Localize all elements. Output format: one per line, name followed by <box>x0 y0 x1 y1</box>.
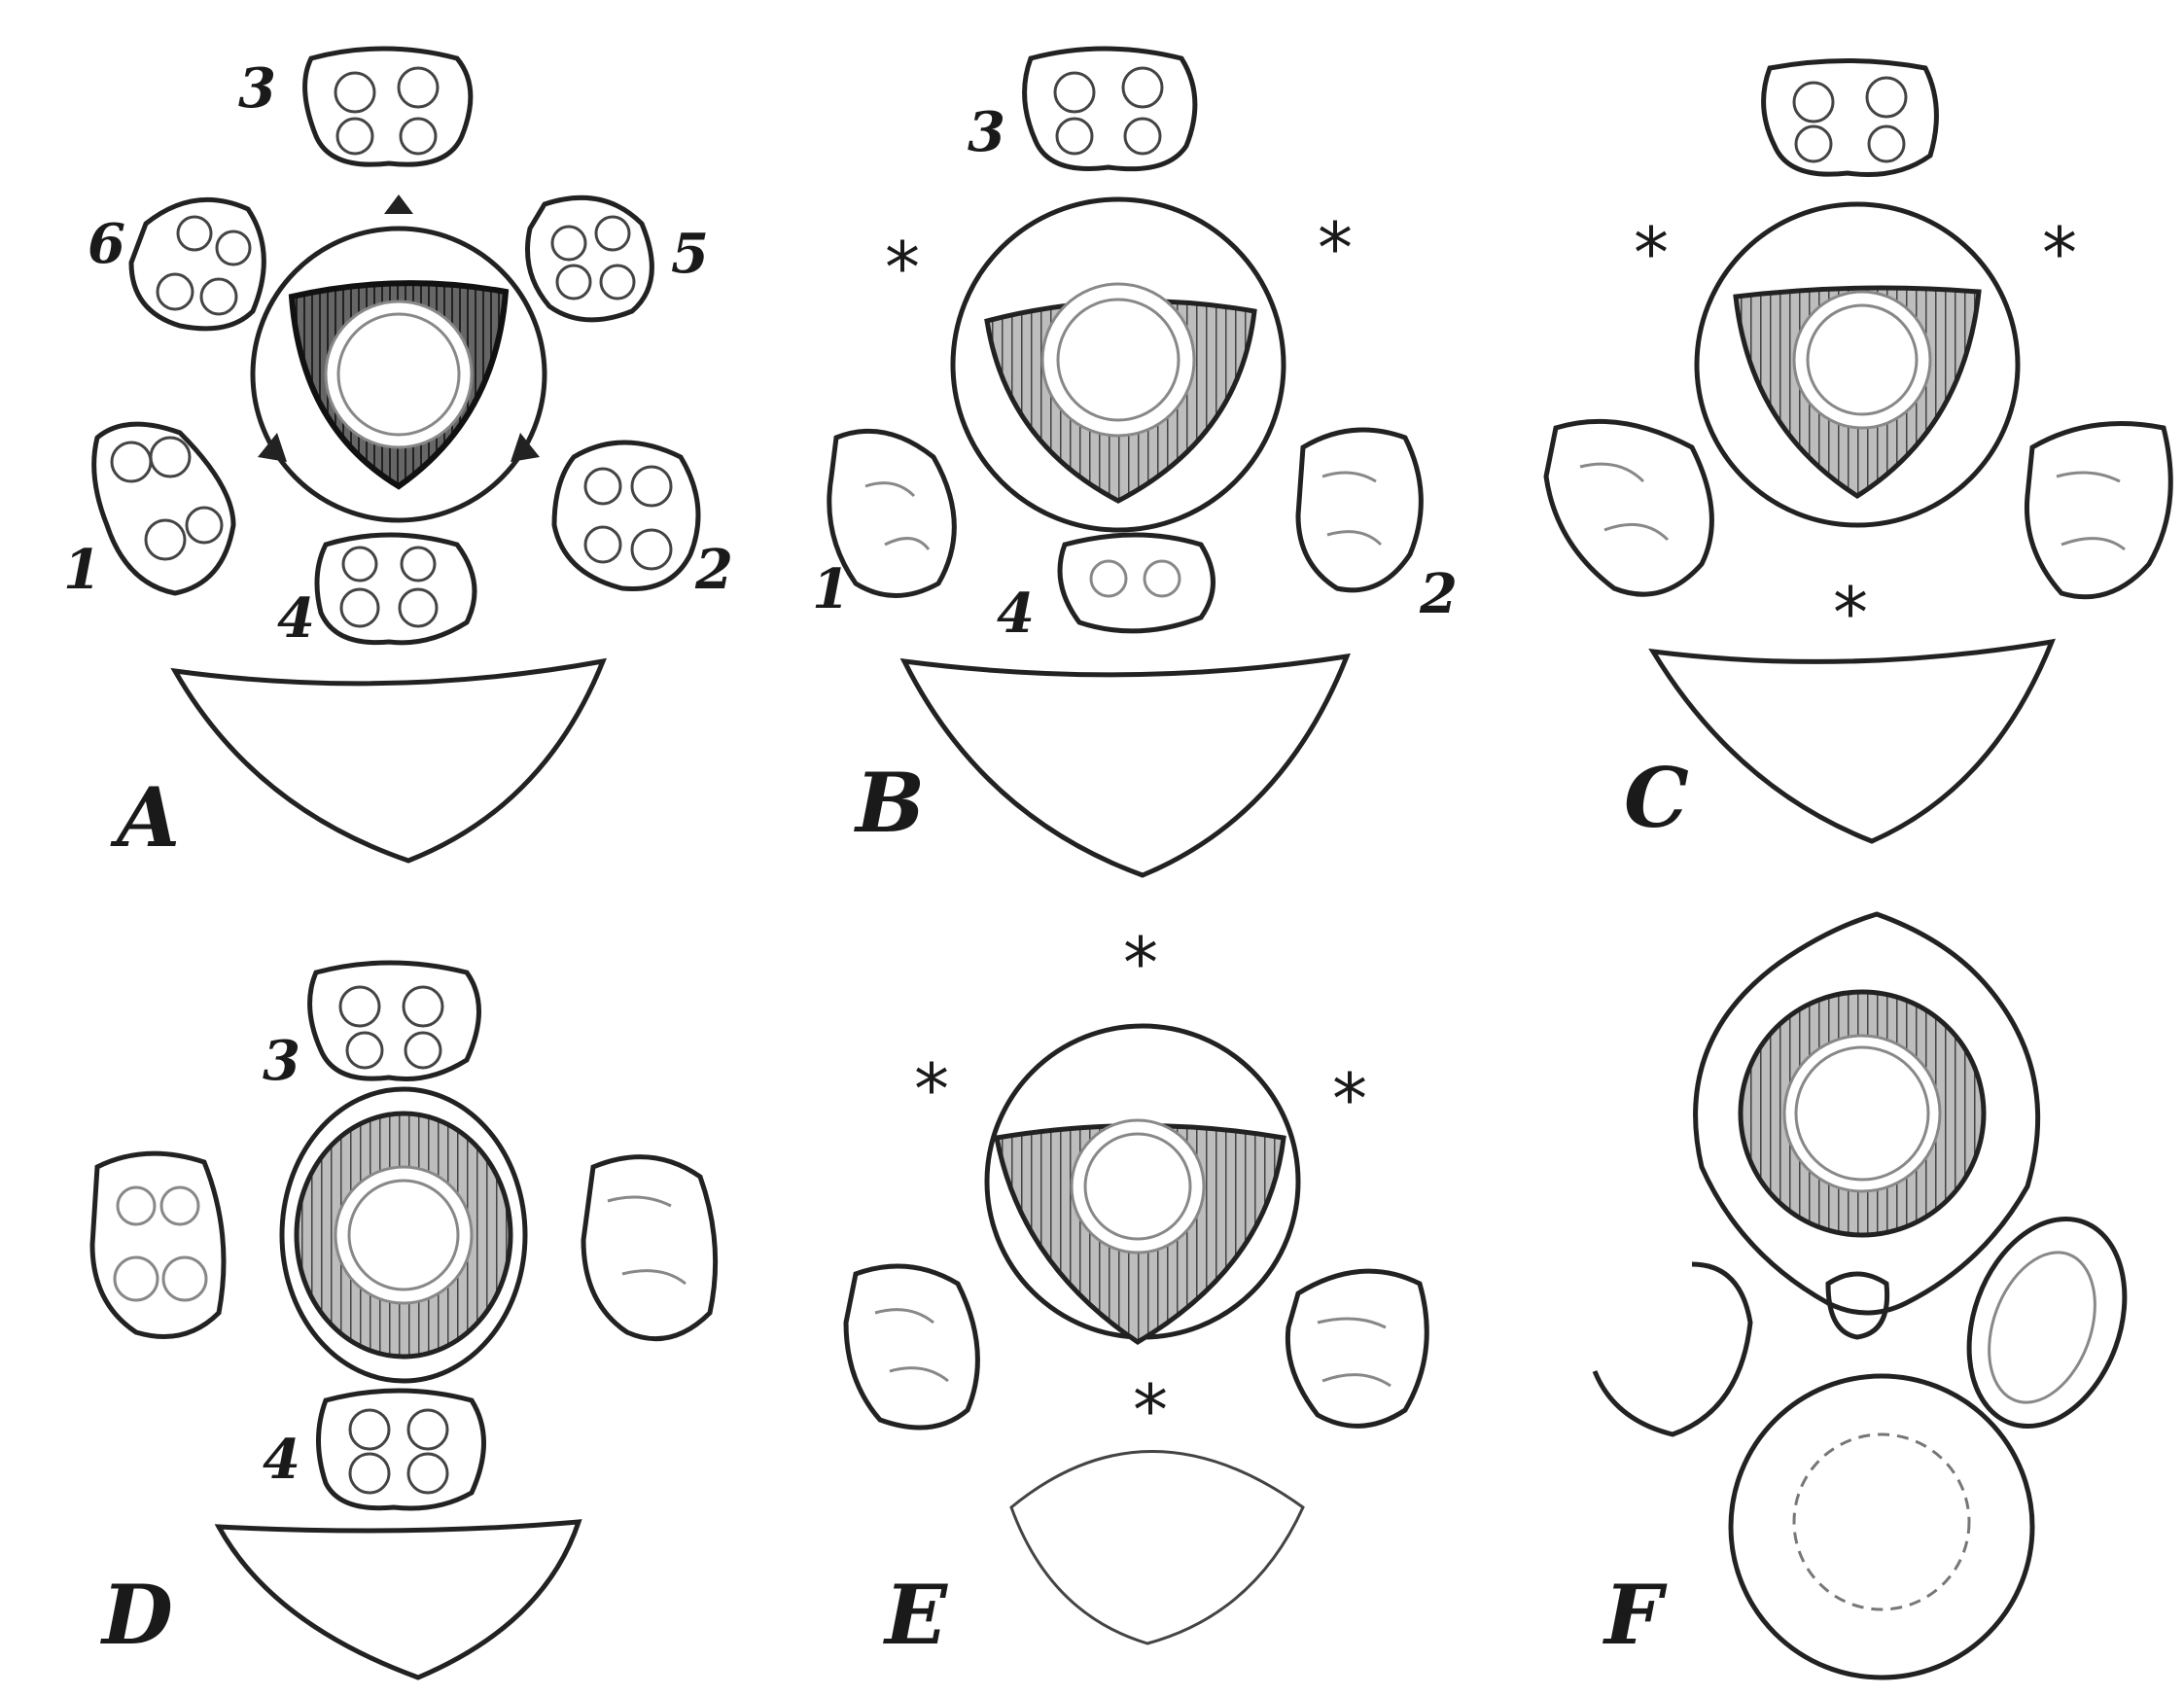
bract-a <box>175 661 603 861</box>
asterisk: * <box>1133 1369 1168 1451</box>
anther-left <box>846 1266 977 1428</box>
bract-f <box>1731 1376 2032 1678</box>
asterisk: * <box>914 1048 949 1130</box>
anther-3 <box>305 49 471 164</box>
anther-left <box>1546 421 1711 594</box>
anther-2 <box>554 442 698 589</box>
panel-label-a: A <box>110 769 180 866</box>
stamen-number: 4 <box>263 1428 300 1492</box>
asterisk: * <box>1634 212 1669 294</box>
anther-2 <box>1298 430 1421 590</box>
anther-4 <box>1060 535 1214 631</box>
asterisk: * <box>885 227 920 308</box>
bract-b <box>904 656 1347 875</box>
bract-d <box>219 1522 579 1678</box>
anther-right <box>583 1157 716 1339</box>
anther-left <box>1595 1264 1750 1434</box>
stamen-number: 6 <box>88 212 125 276</box>
anther-right <box>1942 1197 2152 1448</box>
ovary-c <box>1697 204 2018 525</box>
anther-4 <box>317 535 475 643</box>
panel-e: * * * * E <box>846 922 1427 1663</box>
stamen-number: 2 <box>1419 562 1458 626</box>
panel-c: * * * C <box>1546 61 2170 847</box>
panel-f: F <box>1595 914 2152 1678</box>
panel-b: * * B 3 1 4 2 <box>812 49 1458 875</box>
stamen-number: 3 <box>968 100 1005 164</box>
stamen-number: 5 <box>671 222 709 286</box>
anther-4 <box>319 1391 484 1508</box>
bract-c <box>1653 642 2052 841</box>
stamen-number: 2 <box>694 538 733 602</box>
stamen-number: 1 <box>63 538 101 602</box>
stamen-number: 3 <box>238 56 276 121</box>
asterisk: * <box>1318 207 1353 289</box>
asterisk: * <box>1332 1058 1367 1140</box>
panel-a: A 3 6 5 1 2 4 <box>63 49 733 866</box>
panel-label-c: C <box>1624 750 1689 846</box>
panel-label-f: F <box>1603 1567 1668 1663</box>
ovary-d <box>282 1089 525 1381</box>
asterisk: * <box>2042 212 2077 294</box>
ovary-f <box>1696 914 2038 1337</box>
stamen-number: 1 <box>812 557 850 621</box>
anther-3 <box>310 963 479 1079</box>
asterisk: * <box>1123 922 1158 1004</box>
anther-1 <box>94 424 233 593</box>
asterisk: * <box>1833 572 1868 654</box>
anther-top <box>1764 61 1937 175</box>
panel-label-e: E <box>883 1567 948 1663</box>
ovary-a <box>253 194 545 520</box>
ovary-e <box>987 1026 1298 1342</box>
stamen-number: 3 <box>263 1029 300 1093</box>
stamen-number: 4 <box>277 586 315 651</box>
anther-5 <box>528 197 652 320</box>
panel-d: 3 4 D <box>92 963 716 1678</box>
anther-left <box>92 1153 224 1336</box>
panel-label-b: B <box>854 755 925 851</box>
stamen-number: 4 <box>997 582 1035 646</box>
panel-label-d: D <box>100 1567 173 1663</box>
anther-right <box>2026 424 2170 597</box>
anther-3 <box>1025 49 1195 169</box>
ovary-b <box>953 199 1284 530</box>
anther-6 <box>131 199 264 328</box>
bract-e <box>1011 1452 1303 1644</box>
anther-right <box>1287 1271 1427 1426</box>
